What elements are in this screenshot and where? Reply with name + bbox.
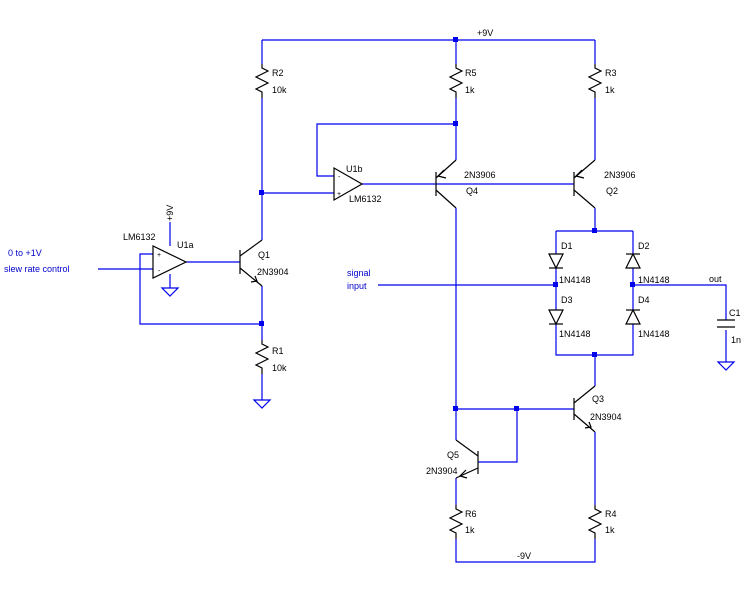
junction-dot <box>453 121 458 126</box>
svg-text:1k: 1k <box>605 525 615 535</box>
svg-text:Q3: Q3 <box>592 394 604 404</box>
junction-dot <box>259 190 264 195</box>
svg-text:1k: 1k <box>465 525 475 535</box>
svg-text:1N4148: 1N4148 <box>559 275 591 285</box>
transistor-q3: Q3 2N3904 <box>573 385 622 433</box>
signal-input-label-line1: signal <box>347 268 371 278</box>
slew-input-label-line2: slew rate control <box>4 264 70 274</box>
resistor-r5: R5 1k <box>448 64 477 98</box>
svg-text:2N3906: 2N3906 <box>604 170 636 180</box>
svg-text:-: - <box>338 174 341 181</box>
svg-text:LM6132: LM6132 <box>123 232 156 242</box>
svg-text:10k: 10k <box>272 363 287 373</box>
junction-dot <box>630 282 635 287</box>
svg-text:R6: R6 <box>465 509 477 519</box>
svg-text:D4: D4 <box>638 295 650 305</box>
resistor-r2: R2 10k <box>254 64 287 98</box>
svg-text:1N4148: 1N4148 <box>559 329 591 339</box>
vpos-rail-label: +9V <box>477 28 493 38</box>
svg-text:-: - <box>158 268 161 275</box>
svg-text:R3: R3 <box>605 68 617 78</box>
slew-input-label-line1: 0 to +1V <box>8 248 42 258</box>
ground-icon <box>716 361 736 371</box>
diode-d1: D1 1N4148 <box>548 241 591 285</box>
svg-text:2N3904: 2N3904 <box>590 412 622 422</box>
svg-text:R4: R4 <box>605 509 617 519</box>
opamp-u1b: - + U1b LM6132 <box>333 164 382 204</box>
diode-d4: D4 1N4148 <box>625 295 670 339</box>
svg-text:D3: D3 <box>561 295 573 305</box>
svg-text:1N4148: 1N4148 <box>638 329 670 339</box>
resistor-r6: R6 1k <box>448 505 477 539</box>
junction-dot <box>553 282 558 287</box>
svg-text:Q1: Q1 <box>258 250 270 260</box>
svg-text:+: + <box>337 191 341 198</box>
junction-dot <box>592 352 597 357</box>
svg-text:R1: R1 <box>272 346 284 356</box>
junction-dot <box>259 321 264 326</box>
svg-text:C1: C1 <box>729 308 741 318</box>
junction-dot <box>592 228 597 233</box>
diode-d3: D3 1N4148 <box>548 295 591 339</box>
svg-text:1k: 1k <box>465 85 475 95</box>
junction-dot <box>453 37 458 42</box>
svg-text:1n: 1n <box>731 335 741 345</box>
svg-text:10k: 10k <box>272 85 287 95</box>
svg-text:Q2: Q2 <box>606 186 618 196</box>
ground-icon <box>252 399 272 409</box>
svg-text:+9V: +9V <box>165 205 175 221</box>
svg-text:1N4148: 1N4148 <box>638 275 670 285</box>
svg-text:1k: 1k <box>605 85 615 95</box>
svg-text:U1a: U1a <box>177 240 194 250</box>
transistor-q1: Q1 2N3904 <box>239 239 289 287</box>
junction-dot <box>453 406 458 411</box>
ground-icon <box>160 287 180 297</box>
signal-input-label-line2: input <box>347 281 367 291</box>
svg-text:LM6132: LM6132 <box>349 194 382 204</box>
svg-text:R5: R5 <box>465 68 477 78</box>
junctions <box>259 37 635 411</box>
svg-text:U1b: U1b <box>346 164 363 174</box>
transistor-q4: 2N3906 Q4 <box>435 159 496 209</box>
svg-text:D1: D1 <box>561 241 573 251</box>
wires <box>98 39 727 563</box>
svg-text:+: + <box>157 252 161 259</box>
svg-text:Q4: Q4 <box>466 186 478 196</box>
opamp-u1a: + - U1a LM6132 +9V <box>123 205 194 279</box>
svg-text:D2: D2 <box>638 241 650 251</box>
svg-text:2N3904: 2N3904 <box>426 466 458 476</box>
vneg-rail-label: -9V <box>517 551 531 561</box>
resistor-r4: R4 1k <box>587 505 617 539</box>
svg-text:2N3904: 2N3904 <box>257 267 289 277</box>
svg-text:Q5: Q5 <box>447 450 459 460</box>
output-label: out <box>709 274 722 284</box>
resistor-r3: R3 1k <box>587 64 617 98</box>
transistor-q2: 2N3906 Q2 <box>573 159 636 209</box>
capacitor-c1: C1 1n <box>717 308 741 345</box>
diode-d2: D2 1N4148 <box>625 241 670 285</box>
junction-dot <box>514 406 519 411</box>
resistor-r1: R1 10k <box>254 340 287 374</box>
transistor-q5: Q5 2N3904 <box>426 439 479 479</box>
svg-text:R2: R2 <box>272 68 284 78</box>
svg-text:2N3906: 2N3906 <box>464 170 496 180</box>
